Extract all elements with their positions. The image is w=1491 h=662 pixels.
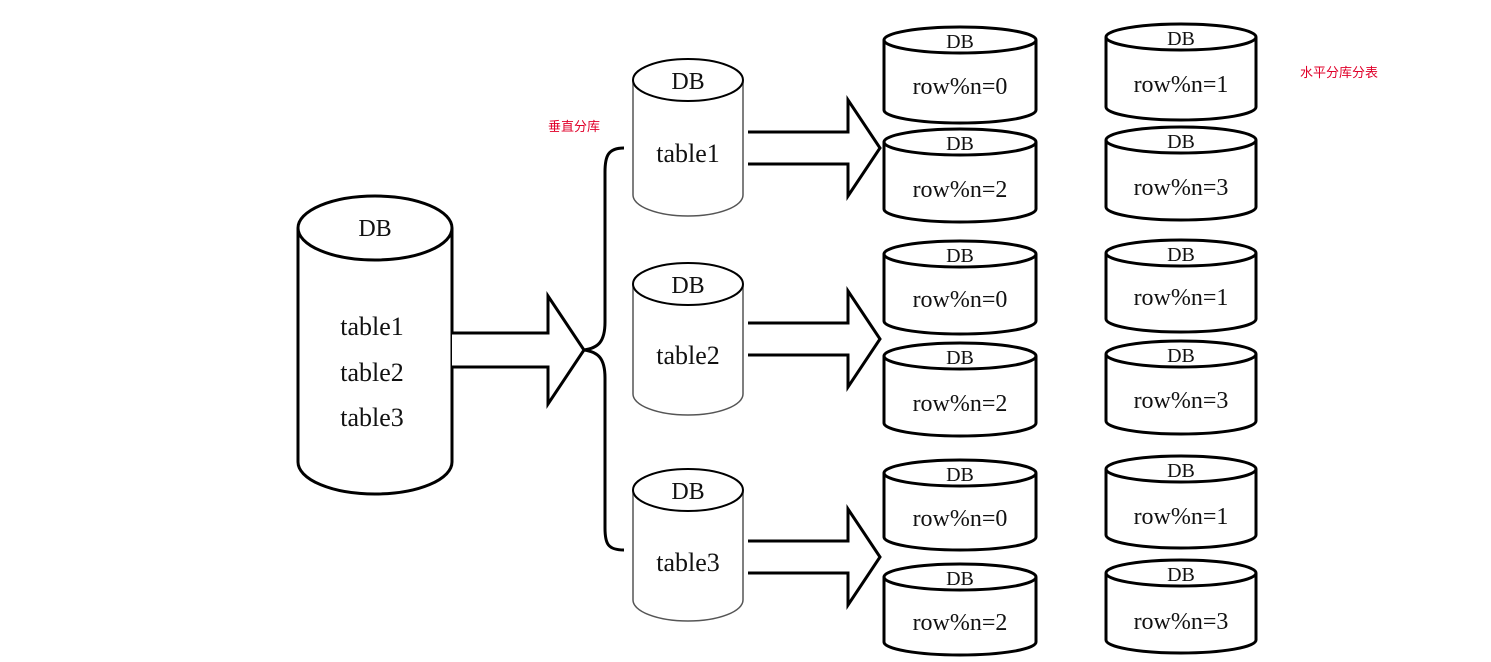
- source-db-table-1: table1: [340, 312, 404, 341]
- vertical-db-1-table: table1: [656, 139, 720, 168]
- shard-db-g2-r2-title: DB: [946, 347, 974, 369]
- shard-db-g2-r0-title: DB: [946, 245, 974, 267]
- shard-db-g1-r3-label: row%n=3: [1134, 175, 1229, 201]
- shard-db-g3-r2: DB row%n=2: [882, 562, 1038, 657]
- shard-db-g3-r3-title: DB: [1167, 564, 1195, 586]
- shard-db-g3-r3: DB row%n=3: [1104, 558, 1258, 655]
- source-db-table-2: table2: [340, 358, 404, 387]
- shard-db-g3-r0-title: DB: [946, 464, 974, 486]
- shard-db-g2-r3-title: DB: [1167, 345, 1195, 367]
- shard-db-g2-r1-label: row%n=1: [1134, 285, 1229, 311]
- shard-db-g2-r3: DB row%n=3: [1104, 339, 1258, 436]
- horizontal-split-arrow-3: [748, 504, 882, 610]
- shard-db-g3-r0: DB row%n=0: [882, 458, 1038, 552]
- shard-db-g3-r1-title: DB: [1167, 460, 1195, 482]
- shard-db-g1-r1-label: row%n=1: [1134, 72, 1229, 98]
- shard-db-g1-r2-label: row%n=2: [913, 177, 1008, 203]
- source-db-table-3: table3: [340, 403, 404, 432]
- shard-db-g3-r0-label: row%n=0: [913, 506, 1008, 532]
- shard-db-g1-r0-title: DB: [946, 31, 974, 53]
- shard-db-g1-r1: DB row%n=1: [1104, 22, 1258, 122]
- vertical-split-brace: [583, 146, 625, 552]
- shard-db-g3-r2-label: row%n=2: [913, 610, 1008, 636]
- vertical-split-arrow: [452, 291, 586, 409]
- shard-db-g1-r3: DB row%n=3: [1104, 125, 1258, 222]
- shard-db-g2-r0: DB row%n=0: [882, 239, 1038, 336]
- vertical-db-3-table: table3: [656, 548, 720, 577]
- shard-db-g3-r2-title: DB: [946, 568, 974, 590]
- shard-db-g1-r0-label: row%n=0: [913, 74, 1008, 100]
- shard-db-g3-r1-label: row%n=1: [1134, 504, 1229, 530]
- vertical-db-2: DB table2: [632, 262, 744, 416]
- shard-db-g1-r2-title: DB: [946, 133, 974, 155]
- horizontal-split-arrow-1: [748, 95, 882, 201]
- shard-db-g1-r0: DB row%n=0: [882, 25, 1038, 125]
- horizontal-split-arrow-2: [748, 286, 882, 392]
- shard-db-g3-r3-label: row%n=3: [1134, 609, 1229, 635]
- vertical-db-3: DB table3: [632, 468, 744, 622]
- vertical-db-2-table: table2: [656, 341, 720, 370]
- shard-db-g1-r3-title: DB: [1167, 131, 1195, 153]
- shard-db-g2-r0-label: row%n=0: [913, 287, 1008, 313]
- vertical-db-2-title: DB: [671, 273, 704, 299]
- shard-db-g2-r2-label: row%n=2: [913, 391, 1008, 417]
- source-db-title: DB: [358, 216, 391, 242]
- shard-db-g2-r1: DB row%n=1: [1104, 238, 1258, 334]
- vertical-db-1-title: DB: [671, 69, 704, 95]
- vertical-db-1: DB table1: [632, 58, 744, 217]
- vertical-db-3-title: DB: [671, 479, 704, 505]
- shard-db-g2-r3-label: row%n=3: [1134, 388, 1229, 414]
- vertical-sharding-label: 垂直分库: [548, 119, 600, 135]
- shard-db-g2-r1-title: DB: [1167, 244, 1195, 266]
- shard-db-g1-r2: DB row%n=2: [882, 127, 1038, 224]
- source-db-cylinder: DB table1 table2 table3: [296, 194, 454, 496]
- shard-db-g3-r1: DB row%n=1: [1104, 454, 1258, 550]
- shard-db-g2-r2: DB row%n=2: [882, 341, 1038, 438]
- horizontal-sharding-label: 水平分库分表: [1300, 65, 1378, 81]
- shard-db-g1-r1-title: DB: [1167, 28, 1195, 50]
